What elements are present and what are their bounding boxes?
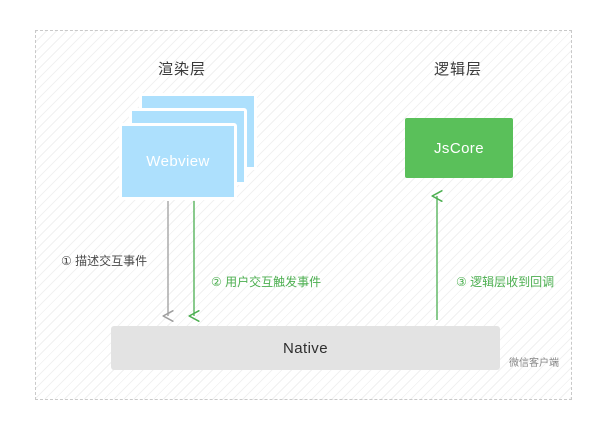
native-label: Native (283, 339, 328, 357)
webview-stack: Webview (119, 93, 257, 200)
arrow-label-describe-interaction-events: ① 描述交互事件 (61, 254, 148, 268)
arrow-label-user-interaction-triggers-event: ② 用户交互触发事件 (211, 275, 322, 289)
webview-label: Webview (146, 153, 210, 170)
arrow-label-logic-layer-receives-callback: ③ 逻辑层收到回调 (456, 275, 555, 289)
webview-card-front: Webview (119, 123, 237, 200)
render-layer-title: 渲染层 (158, 61, 207, 78)
logic-layer-title: 逻辑层 (434, 61, 483, 78)
jscore-box: JsCore (405, 118, 513, 178)
client-caption: 微信客户端 (509, 358, 559, 369)
native-bar: Native (111, 326, 500, 370)
jscore-label: JsCore (434, 139, 484, 157)
